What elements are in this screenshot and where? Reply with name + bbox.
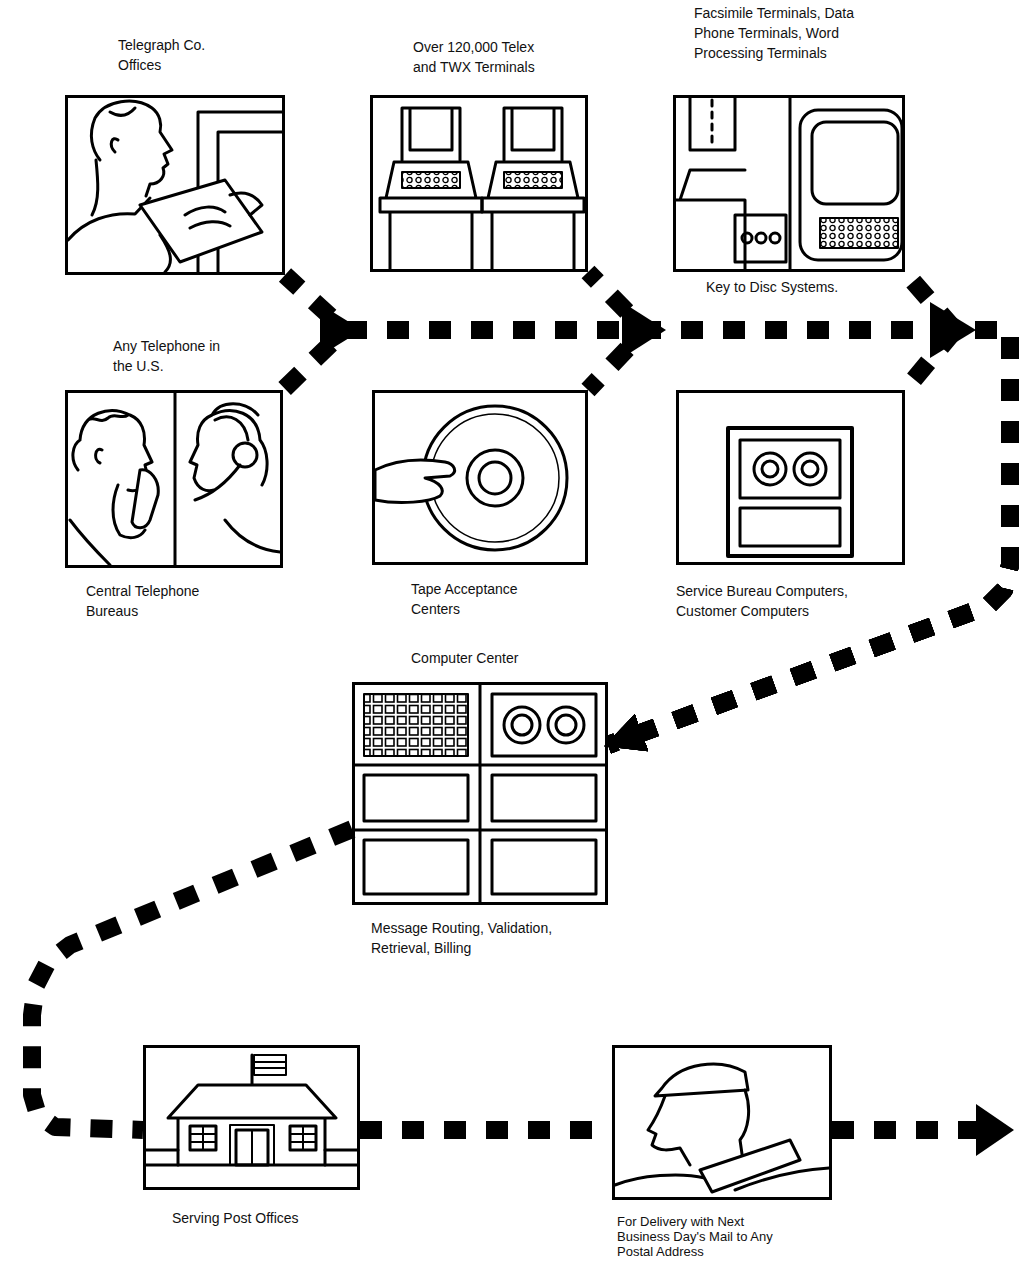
illustrated-box: Facsimile Terminals, Data Phone Terminal… [673, 95, 905, 272]
illustrated-box: For Delivery with Next Business Day's Ma… [612, 1045, 832, 1200]
flow-arrowhead [976, 1104, 1014, 1156]
tape-panel [492, 694, 596, 756]
flow-arrowhead [622, 302, 666, 358]
hand [375, 460, 455, 502]
operator-figure [190, 404, 280, 552]
letters [700, 1140, 800, 1192]
flag-stripes [254, 1062, 286, 1068]
post-office-building [168, 1055, 336, 1165]
carrier-cap [655, 1064, 748, 1096]
caption-text: Key to Disc Systems. [706, 277, 906, 297]
tape-hub [512, 715, 532, 735]
dashed-flow-connector [285, 275, 1010, 745]
cabinet-panel [364, 775, 468, 821]
illustrated-box: Telegraph Co. Offices [65, 95, 285, 275]
headset [233, 443, 257, 467]
teleprinter [482, 108, 584, 269]
tape-panel [740, 440, 840, 498]
tape-reel [504, 707, 540, 743]
dashed-flow-connector [608, 272, 1010, 745]
caption-text: Service Bureau Computers, Customer Compu… [676, 581, 876, 621]
caption-text: Tape Acceptance Centers [411, 579, 546, 619]
console-grid [364, 694, 468, 756]
illustrated-box: Tape Acceptance Centers [372, 390, 588, 565]
flow-arrowhead [930, 302, 976, 358]
dashed-flow-connector [588, 272, 1010, 745]
computer-cabinet [728, 428, 852, 556]
dashed-flow-connector [608, 330, 1010, 745]
caption-text: Central Telephone Bureaus [86, 581, 236, 621]
tape-hub [467, 450, 523, 506]
illustrated-box: Over 120,000 Telex and TWX Terminals [370, 95, 588, 272]
keyboard [402, 172, 460, 188]
flag [254, 1055, 286, 1075]
caption-text: Any Telephone in the U.S. [113, 336, 229, 376]
tape-hub [479, 462, 511, 494]
keyboard [820, 218, 898, 248]
cabinet-panel [364, 840, 468, 894]
clerk-hands [160, 193, 262, 272]
paper-feed [711, 100, 714, 146]
illustrated-box: Any Telephone in the U.S.Central Telepho… [65, 390, 283, 568]
illustrated-box: Serving Post Offices [143, 1045, 360, 1190]
screen-housing [800, 110, 902, 260]
door-split [230, 1125, 274, 1165]
dial [756, 233, 766, 243]
dial [742, 233, 752, 243]
keyboard [504, 172, 562, 188]
caption-text: For Delivery with Next Business Day's Ma… [617, 1214, 792, 1259]
caption-text: Message Routing, Validation, Retrieval, … [371, 918, 601, 958]
caption-text: Telegraph Co. Offices [118, 35, 243, 75]
screen [812, 122, 898, 204]
divider [789, 98, 792, 269]
caption-text: Over 120,000 Telex and TWX Terminals [413, 37, 561, 77]
facsimile-terminal [676, 98, 786, 269]
caption-text: Serving Post Offices [172, 1208, 362, 1228]
tape-hub [802, 461, 818, 477]
dashed-flow-connector [588, 330, 1010, 745]
telephone-handset [132, 470, 158, 528]
illustrated-box: Computer CenterMessage Routing, Validati… [352, 682, 608, 905]
window [290, 1126, 316, 1150]
tape-reel [431, 414, 559, 542]
caption-text: Facsimile Terminals, Data Phone Terminal… [694, 3, 879, 63]
illustrated-box: Service Bureau Computers, Customer Compu… [676, 390, 905, 565]
caption-text: Computer Center [411, 648, 581, 668]
cabinet-panel [492, 775, 596, 821]
flow-arrowhead [320, 304, 362, 356]
cabinet-panel [492, 840, 596, 894]
dial [770, 233, 780, 243]
outgoing-flow [832, 1121, 982, 1139]
dashed-flow-connector [360, 1121, 612, 1139]
cabinet-panel [740, 508, 840, 546]
tape-hub [556, 715, 576, 735]
dashed-flow-connector [32, 829, 352, 1130]
tape-reel [548, 707, 584, 743]
divider [174, 393, 177, 565]
tape-reel [794, 453, 826, 485]
teleprinter [380, 108, 482, 269]
tape-reel [754, 453, 786, 485]
dashed-flow-connector [283, 330, 1010, 745]
tape-reel [423, 406, 567, 550]
cabinet-dividers [355, 685, 605, 902]
tape-hub [762, 461, 778, 477]
